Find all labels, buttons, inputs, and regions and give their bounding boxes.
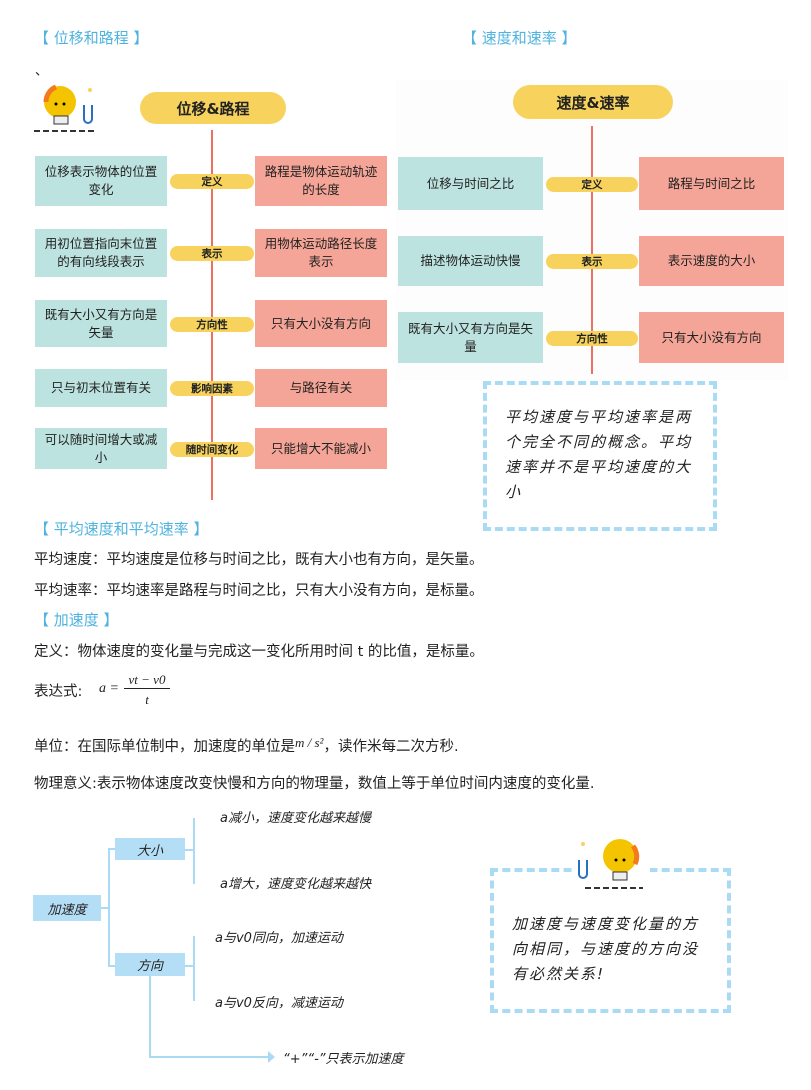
map-title-displacement: 位移&路程 — [140, 92, 286, 124]
connector — [193, 936, 195, 1001]
row-label: 表示 — [170, 246, 254, 261]
avg-velocity-text: 平均速度：平均速度是位移与时间之比，既有大小也有方向，是矢量。 — [34, 552, 484, 568]
section-header-accel: 【 加速度 】 — [34, 611, 119, 629]
formula-numerator: vt − v0 — [124, 672, 170, 689]
unit-prefix: 单位：在国际单位制中，加速度的单位是 — [34, 739, 295, 755]
row-label: 定义 — [170, 174, 254, 189]
section-header-avg: 【 平均速度和平均速率 】 — [34, 520, 209, 538]
map-title-speed: 速度&速率 — [513, 85, 673, 119]
avg-speed-text: 平均速率：平均速率是路程与时间之比，只有大小没有方向，是标量。 — [34, 583, 484, 599]
definition-text: 定义：物体速度的变化量与完成这一变化所用时间 t 的比值，是标量。 — [34, 644, 484, 660]
row-label: 影响因素 — [170, 381, 254, 396]
formula-denominator: t — [145, 692, 149, 707]
row-label: 随时间变化 — [170, 441, 254, 457]
right-cell: 路程与时间之比 — [639, 157, 784, 210]
connector — [149, 976, 151, 1058]
lightbulb-mascot-icon — [575, 832, 650, 892]
meaning-text: 物理意义:表示物体速度改变快慢和方向的物理量，数值上等于单位时间内速度的变化量. — [34, 776, 595, 792]
section-header-displacement: 【 位移和路程 】 — [34, 29, 149, 47]
branch-direction-same: a与v0同向，加速运动 — [215, 931, 343, 946]
note-avg-speed: 平均速度与平均速率是两个完全不同的概念。平均速率并不是平均速度的大小 — [483, 381, 717, 531]
right-cell: 只能增大不能减小 — [255, 428, 387, 469]
row-label: 方向性 — [546, 330, 638, 346]
connector — [149, 1056, 271, 1058]
left-cell: 位移表示物体的位置变化 — [35, 156, 167, 206]
right-cell: 只有大小没有方向 — [639, 312, 784, 363]
branch-size-decrease: a减小，速度变化越来越慢 — [220, 811, 371, 826]
row-label: 定义 — [546, 176, 638, 192]
right-cell: 表示速度的大小 — [639, 236, 784, 286]
timeline-line — [591, 126, 593, 374]
timeline-line — [211, 130, 213, 500]
tick-mark: 、 — [35, 64, 49, 79]
connector — [101, 907, 110, 909]
left-cell: 既有大小又有方向是矢量 — [35, 300, 167, 347]
branch-size-increase: a增大，速度变化越来越快 — [220, 877, 371, 892]
left-cell: 描述物体运动快慢 — [398, 236, 543, 286]
connector — [108, 848, 115, 850]
note-acceleration: 加速度与速度变化量的方向相同，与速度的方向没有必然关系! — [490, 868, 731, 1013]
unit-suffix: ，读作米每二次方秒. — [323, 739, 459, 755]
branch-sign-note: “+”“-”只表示加速度 — [283, 1052, 404, 1067]
left-cell: 可以随时间增大或减小 — [35, 428, 167, 469]
unit-text: 单位：在国际单位制中，加速度的单位是m / s²，读作米每二次方秒. — [34, 735, 459, 756]
expression-label: 表达式: — [34, 684, 83, 700]
connector — [193, 818, 195, 884]
left-cell: 位移与时间之比 — [398, 157, 543, 210]
connector — [108, 848, 110, 967]
right-cell: 路程是物体运动轨迹的长度 — [255, 156, 387, 206]
connector — [185, 849, 195, 851]
connector — [185, 965, 195, 967]
section-header-speed: 【 速度和速率 】 — [462, 29, 577, 47]
right-cell: 只有大小没有方向 — [255, 300, 387, 347]
right-cell: 与路径有关 — [255, 369, 387, 407]
left-cell: 既有大小又有方向是矢量 — [398, 312, 543, 363]
branch-direction-opposite: a与v0反向，减速运动 — [215, 996, 343, 1011]
node-direction: 方向 — [115, 953, 185, 976]
connector — [108, 965, 115, 967]
row-label: 表示 — [546, 254, 638, 269]
arrow-head-icon — [268, 1051, 275, 1063]
node-acceleration: 加速度 — [33, 895, 101, 921]
left-cell: 用初位置指向末位置的有向线段表示 — [35, 229, 167, 277]
unit-value: m / s² — [295, 735, 324, 750]
right-cell: 用物体运动路径长度表示 — [255, 229, 387, 277]
left-cell: 只与初末位置有关 — [35, 369, 167, 407]
formula-lhs: a = — [99, 681, 119, 696]
node-size: 大小 — [115, 838, 185, 860]
row-label: 方向性 — [170, 316, 254, 332]
lightbulb-mascot-icon — [34, 84, 96, 132]
